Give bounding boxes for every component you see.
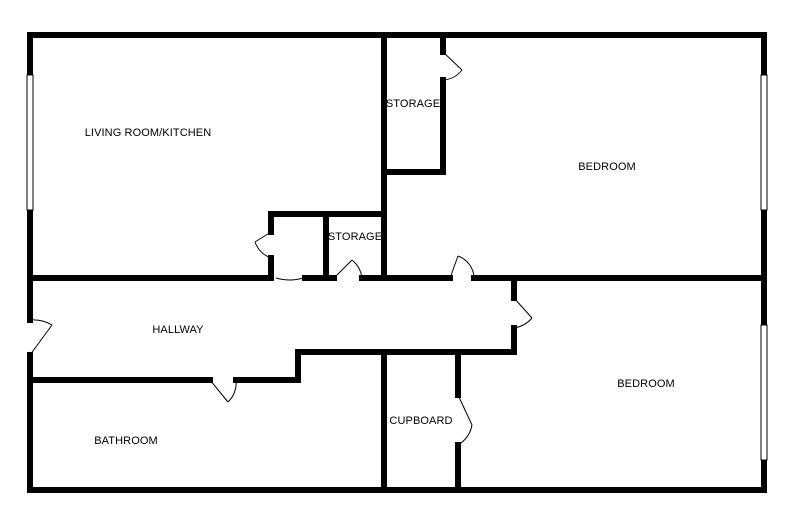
room-label-bedroom-bottom: BEDROOM bbox=[617, 378, 675, 390]
wall-storage-top-right-lower bbox=[381, 77, 446, 175]
room-label-bathroom: BATHROOM bbox=[94, 435, 158, 447]
door-entrance bbox=[29, 319, 53, 356]
door-living bbox=[275, 277, 304, 281]
door-storage-top bbox=[442, 51, 463, 81]
window-bedroom-top bbox=[760, 74, 768, 211]
doors bbox=[29, 51, 533, 446]
door-bedroom-bottom bbox=[513, 297, 533, 329]
wall-hallway-bottom bbox=[233, 349, 517, 383]
room-label-storage-top: STORAGE bbox=[385, 98, 441, 110]
wall-closet-left-upper bbox=[268, 211, 387, 235]
window-bedroom-bottom bbox=[760, 324, 768, 461]
windows bbox=[26, 74, 768, 461]
room-label-cupboard: CUPBOARD bbox=[389, 415, 453, 427]
door-bathroom bbox=[209, 379, 237, 403]
door-bedroom-top bbox=[449, 255, 475, 279]
room-label-bedroom-top: BEDROOM bbox=[578, 161, 636, 173]
interior-walls bbox=[27, 32, 767, 493]
door-storage-small bbox=[333, 259, 363, 279]
room-label-hallway: HALLWAY bbox=[152, 324, 204, 336]
room-label-living: LIVING ROOM/KITCHEN bbox=[84, 127, 212, 139]
door-cupboard bbox=[457, 394, 473, 446]
room-label-storage-small: STORAGE bbox=[327, 231, 383, 243]
door-living-closet bbox=[254, 231, 272, 259]
window-living bbox=[26, 74, 34, 211]
